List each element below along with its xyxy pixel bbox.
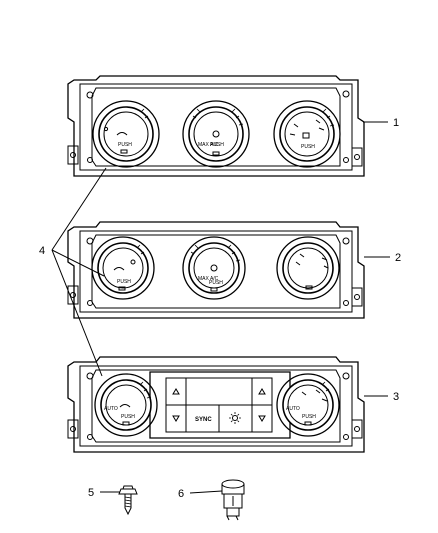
panel2-right-knob [276,236,340,300]
callout-6: 6 [178,488,184,500]
leader-lines [51,121,390,494]
callout-1: 1 [393,117,399,129]
part-6-switch [221,479,245,521]
panel3-knob-scales [139,381,330,399]
control-panel-2: PUSH MAX A/C PUSH [67,221,365,319]
callout-2: 2 [395,252,401,264]
panel2-center-knob: MAX A/C PUSH [182,236,246,300]
panel1-right-knob: PUSH [273,100,341,168]
panel3-left-knob-label: PUSH [121,414,135,420]
panel2-knob-scales [136,244,241,262]
panel1-knob-scales [140,108,335,127]
panel1-center-knob: MAX A/C PUSH [182,100,250,168]
panel3-right-down-arrow-icon [258,415,266,422]
panel3-right-knob-auto: AUTO [286,406,300,412]
panel2-center-knob-label: PUSH [209,280,223,286]
panel3-sync-label: SYNC [195,417,212,423]
callout-4: 4 [39,245,45,257]
panel1-right-knob-label: PUSH [301,144,315,150]
panel2-left-knob: PUSH [91,236,155,300]
callout-5: 5 [88,487,94,499]
panel1-center-knob-side: MAX A/C [198,142,219,148]
panel2-left-knob-label: PUSH [117,279,131,285]
panel1-center-knob-label: PUSH [210,142,224,148]
control-panel-1: PUSH MAX A/C PUSH PUSH [67,75,365,177]
panel3-left-down-arrow-icon [172,415,180,422]
panel3-left-knob: AUTO PUSH [94,373,158,437]
panel3-button-cluster: SYNC [149,371,291,439]
panel3-right-up-arrow-icon [258,388,266,395]
callout-3: 3 [393,391,399,403]
panel3-left-knob-auto: AUTO [104,406,118,412]
panel1-left-knob: PUSH [92,100,160,168]
panel3-fan-icon [229,412,241,424]
panel2-center-knob-side: MAX A/C [198,276,219,282]
panel3-right-knob-label: PUSH [302,414,316,420]
panel3-left-up-arrow-icon [172,388,180,395]
part-5-screw [118,485,138,516]
control-panel-3: SYNC AUTO PUSH AUTO PUSH [67,356,365,453]
panel3-right-knob: AUTO PUSH [276,373,340,437]
panel1-left-knob-label: PUSH [118,142,132,148]
